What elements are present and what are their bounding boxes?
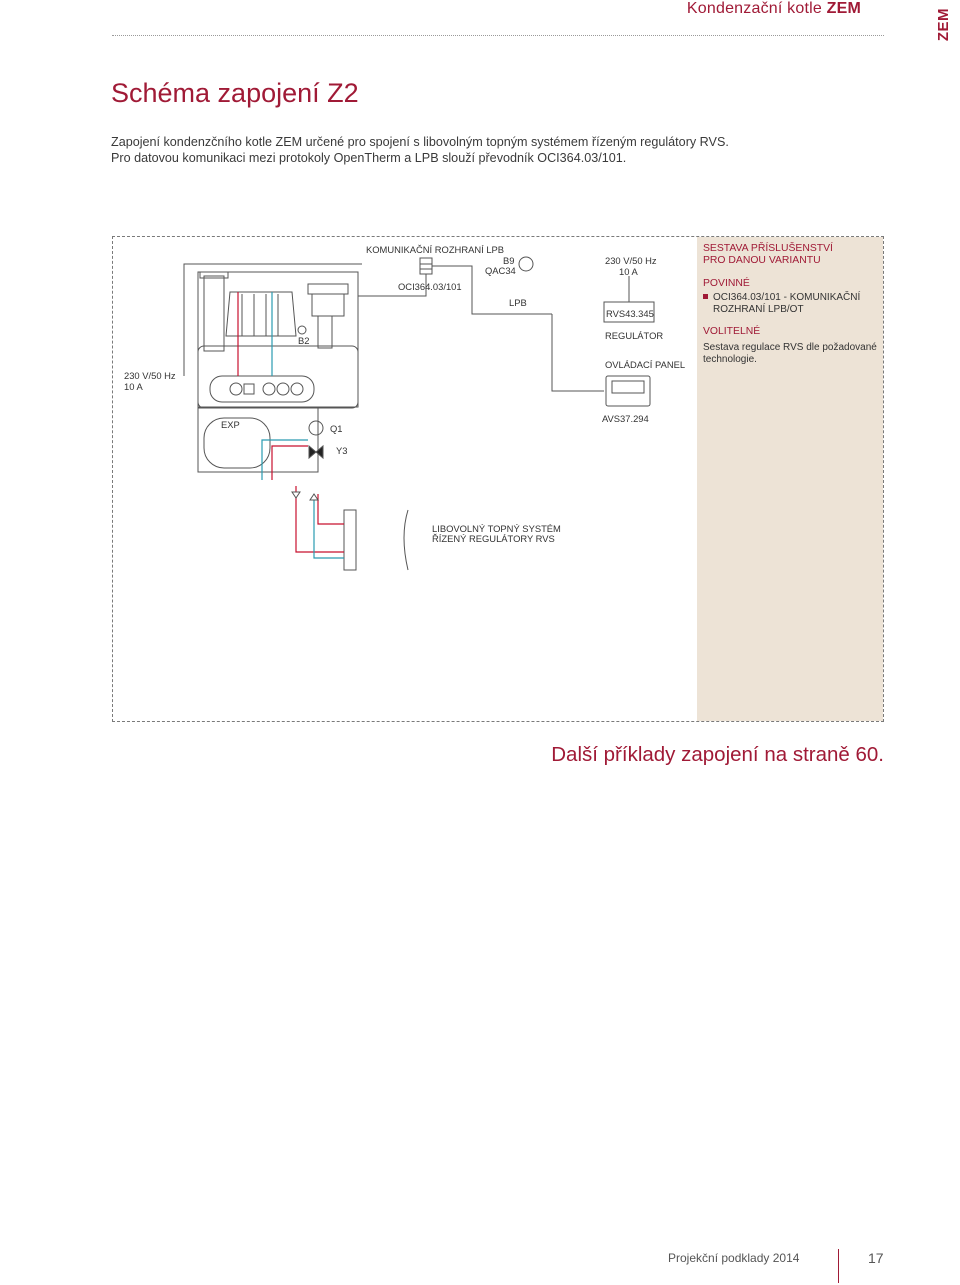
required-title: POVINNÉ bbox=[703, 278, 750, 289]
label-lpb: LPB bbox=[509, 297, 527, 308]
gas-valve bbox=[317, 315, 333, 349]
supply-pipe bbox=[295, 486, 344, 553]
label-b2: B2 bbox=[298, 335, 310, 346]
label-avs: AVS37.294 bbox=[602, 413, 649, 424]
header-title: Kondenzační kotle ZEM bbox=[687, 0, 861, 18]
system-bracket bbox=[403, 509, 409, 571]
page-title: Schéma zapojení Z2 bbox=[111, 78, 359, 108]
optional-title: VOLITELNÉ bbox=[703, 326, 761, 337]
label-exp: EXP bbox=[221, 419, 240, 430]
return-arrow-icon bbox=[309, 493, 319, 501]
side-tab: ZEM bbox=[930, 0, 960, 70]
label-q1: Q1 bbox=[330, 423, 343, 434]
accessories-panel bbox=[697, 237, 883, 721]
diagram-frame bbox=[112, 236, 884, 722]
more-examples-note: Další příklady zapojení na straně 60. bbox=[551, 743, 884, 766]
pump-q1-icon bbox=[308, 420, 324, 436]
control-panel-wire bbox=[551, 314, 604, 392]
label-rvs: RVS43.345 bbox=[606, 308, 654, 319]
required-item-line-1: OCI364.03/101 - KOMUNIKAČNÍ bbox=[713, 292, 861, 303]
label-interface: KOMUNIKAČNÍ ROZHRANÍ LPB bbox=[366, 244, 505, 255]
lpb-bus-wire bbox=[432, 265, 552, 315]
burner-top bbox=[307, 283, 349, 295]
power-wire-left bbox=[183, 263, 362, 376]
expansion-vessel bbox=[203, 417, 271, 469]
header-title-brand: ZEM bbox=[826, 0, 861, 17]
wiring-diagram bbox=[183, 256, 655, 571]
label-system-1: LIBOVOLNÝ TOPNÝ SYSTÉM bbox=[432, 523, 561, 534]
radiator-icon bbox=[343, 509, 357, 571]
label-y3: Y3 bbox=[336, 445, 348, 456]
label-power-top-1: 230 V/50 Hz bbox=[605, 255, 657, 266]
header-divider bbox=[112, 35, 884, 36]
footer-divider bbox=[838, 1249, 839, 1283]
label-power-left-2: 10 A bbox=[124, 381, 143, 392]
flue-pipe-left bbox=[203, 275, 225, 352]
b2-sensor-icon bbox=[297, 325, 307, 335]
accessories-heading-line-2: PRO DANOU VARIANTU bbox=[703, 255, 821, 266]
label-oci: OCI364.03/101 bbox=[398, 281, 462, 292]
required-item-line-2: ROZHRANÍ LPB/OT bbox=[713, 304, 804, 315]
accessories-heading-line-1: SESTAVA PŘÍSLUŠENSTVÍ bbox=[703, 243, 833, 254]
intro-line-1: Zapojení kondenzčního kotle ZEM určené p… bbox=[111, 135, 729, 149]
supply-pipe-2 bbox=[317, 494, 344, 525]
intro-text: Zapojení kondenzčního kotle ZEM určené p… bbox=[111, 134, 871, 166]
required-item: OCI364.03/101 - KOMUNIKAČNÍ ROZHRANÍ LPB… bbox=[703, 292, 879, 316]
bullet-square-icon bbox=[703, 294, 708, 299]
accessories-heading: SESTAVA PŘÍSLUŠENSTVÍ PRO DANOU VARIANTU… bbox=[703, 243, 879, 290]
ot-bus-wire bbox=[358, 274, 427, 297]
supply-arrow-icon bbox=[291, 491, 301, 499]
fan-housing bbox=[311, 293, 345, 317]
label-b9: B9 bbox=[503, 255, 515, 266]
side-tab-label: ZEM bbox=[935, 8, 952, 42]
header-title-prefix: Kondenzační kotle bbox=[686, 0, 822, 17]
label-regulator: REGULÁTOR bbox=[605, 330, 664, 341]
heat-exchanger bbox=[225, 291, 297, 337]
oci-interface-icon bbox=[419, 257, 433, 275]
label-control-panel: OVLÁDACÍ PANEL bbox=[605, 359, 686, 370]
boiler-lower-body bbox=[197, 407, 319, 473]
page-number: 17 bbox=[868, 1250, 884, 1266]
boiler-upper-body bbox=[197, 271, 359, 408]
label-qac: QAC34 bbox=[485, 265, 516, 276]
optional-text: Sestava regulace RVS dle požadované tech… bbox=[703, 342, 877, 365]
boiler-display bbox=[209, 375, 315, 403]
intro-line-2: Pro datovou komunikaci mezi protokoly Op… bbox=[111, 151, 627, 165]
label-system-2: ŘÍZENÝ REGULÁTORY RVS bbox=[432, 533, 555, 544]
boiler-control-section bbox=[197, 345, 359, 409]
avs-control-panel-box bbox=[605, 375, 651, 407]
label-power-left-1: 230 V/50 Hz bbox=[124, 370, 176, 381]
return-pipe bbox=[261, 439, 308, 480]
flue-cap-left bbox=[199, 271, 229, 279]
label-power-top-2: 10 A bbox=[619, 266, 638, 277]
valve-y3-icon bbox=[308, 444, 324, 460]
footer-text: Projekční podklady 2014 bbox=[668, 1251, 800, 1265]
b9-outdoor-sensor-icon bbox=[518, 256, 534, 272]
